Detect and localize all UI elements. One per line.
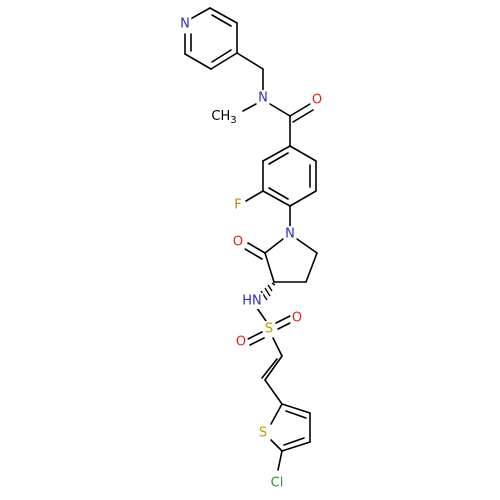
bond-s-o-left-1	[247, 331, 263, 340]
atom-sulfur: S	[265, 322, 273, 337]
atom-lactam-o: O	[233, 235, 243, 250]
bond-s-o-left-2	[249, 337, 265, 346]
bond-benz-4	[262, 190, 291, 207]
label-background	[269, 475, 285, 491]
bond-s-vinyl	[272, 337, 283, 357]
bond-c-cl	[277, 450, 283, 471]
atom-label-layer: N N CH3 O F O N HN S O O S Cl	[178, 16, 324, 491]
bond-carbonyl-o-1	[289, 103, 311, 117]
bond-benz-3	[289, 190, 317, 207]
atom-methyl: CH3	[211, 109, 236, 126]
bond-thio-5	[270, 403, 283, 425]
label-background	[290, 310, 304, 326]
bond-lactam-o-1	[247, 242, 266, 254]
bond-c-f	[245, 190, 264, 202]
bond-thio-4	[270, 439, 283, 452]
bond-vinyl-1	[264, 355, 283, 381]
atom-thiophene-s: S	[259, 426, 267, 441]
bond-pyr-5	[184, 53, 212, 70]
bond-lactam-o-2	[244, 248, 263, 260]
label-background	[240, 293, 264, 309]
bond-benz-1	[289, 145, 317, 162]
bond-ch2-ch2	[305, 252, 318, 283]
bond-s-o-right-2	[277, 321, 293, 330]
atom-sulfonyl-o-left: O	[236, 335, 246, 350]
stereo-hash-bond	[260, 282, 276, 301]
atom-chlorine: Cl	[271, 476, 284, 491]
bond-pyr-4	[210, 52, 238, 70]
bond-thio-inner-2	[283, 437, 305, 446]
bond-carbonyl-o-2	[292, 109, 314, 123]
atom-nh: HN	[242, 294, 262, 309]
bond-s-o-right-1	[275, 315, 291, 324]
bond-nh-s	[256, 307, 267, 322]
bond-pyr-inner-1	[211, 14, 232, 27]
atom-ring-n: N	[285, 227, 295, 242]
bond-thio-3	[281, 441, 311, 452]
label-background	[263, 321, 275, 337]
bond-co-n	[264, 238, 284, 254]
bond-pyr-ch2	[236, 52, 264, 70]
label-background	[256, 90, 270, 106]
bond-thio-inner-1	[285, 410, 307, 419]
label-background	[209, 108, 239, 126]
bond-benz-inner-3	[268, 152, 289, 165]
bond-ch-co	[264, 252, 275, 283]
label-background	[257, 425, 269, 441]
bond-vinyl-2	[261, 358, 278, 379]
label-background	[178, 16, 192, 32]
bond-n-ch2	[296, 238, 318, 254]
bond-layer	[184, 7, 318, 471]
methyl-subscript: 3	[230, 115, 236, 126]
label-background	[231, 234, 245, 250]
methyl-text: CH	[211, 109, 230, 124]
atom-amide-n: N	[258, 91, 268, 106]
atom-sulfonyl-o-right: O	[292, 311, 302, 326]
atom-pyridine-n: N	[180, 17, 190, 32]
bond-n-carbonyl	[269, 103, 291, 117]
label-background	[310, 92, 324, 108]
bond-thio-1	[281, 403, 311, 414]
bond-n-methyl	[242, 103, 257, 112]
label-background	[232, 197, 244, 213]
bond-benz-inner-2	[268, 187, 289, 200]
bond-pyr-inner-2	[211, 49, 232, 63]
bond-vinyl-thio	[264, 379, 283, 405]
atom-fluorine: F	[234, 198, 241, 213]
atom-amide-o: O	[312, 93, 322, 108]
label-background	[234, 334, 248, 350]
bond-pyr-2	[209, 7, 238, 24]
bond-benz-6	[262, 145, 291, 162]
label-background	[283, 226, 297, 242]
